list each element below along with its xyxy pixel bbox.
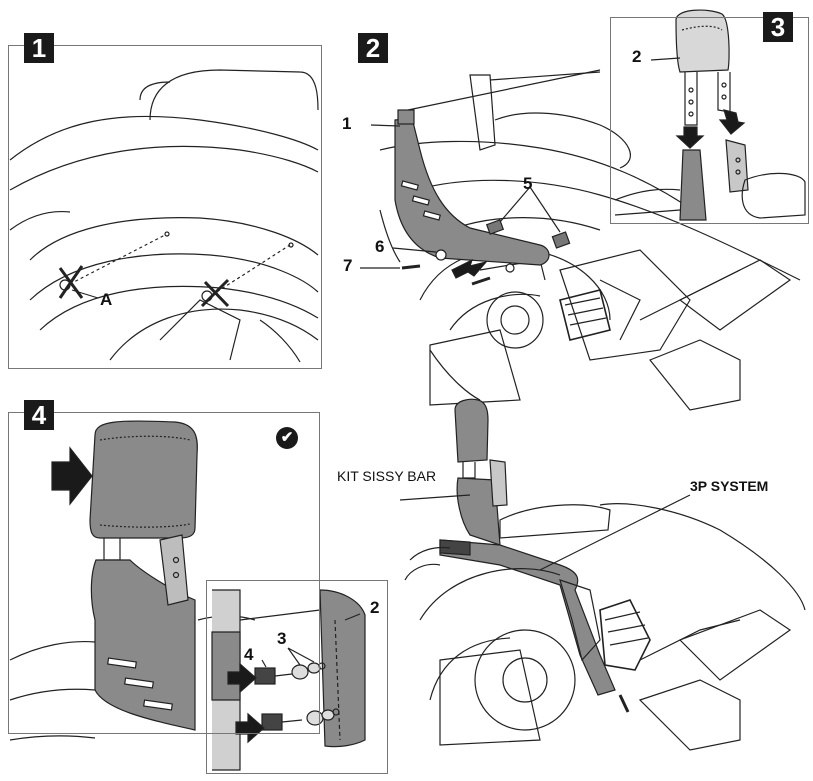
step4-panel — [8, 412, 320, 734]
3p-system-label: 3P SYSTEM — [690, 478, 769, 494]
step1-callout-a: A — [100, 290, 113, 309]
step4-callout-4: 4 — [244, 645, 254, 664]
step1-badge: 1 — [24, 33, 54, 63]
bracket-part-1 — [394, 117, 550, 266]
step4-detail-inset — [206, 580, 388, 774]
step4-badge: 4 — [24, 400, 54, 430]
step2-callout-7: 7 — [343, 256, 353, 275]
check-icon: ✔ — [276, 427, 298, 449]
step4-callout-3: 3 — [277, 629, 287, 648]
overview-motorcycle-illustration — [399, 398, 806, 751]
step2-callout-1: 1 — [342, 114, 352, 133]
step3-badge: 3 — [763, 12, 793, 42]
step4-detail-illustration — [211, 589, 366, 771]
step3-panel — [610, 17, 809, 224]
step4-callout-2: 2 — [370, 598, 380, 617]
step2-badge: 2 — [358, 33, 388, 63]
step3-backrest-illustration — [614, 9, 806, 221]
step3-callout-2: 2 — [632, 47, 642, 66]
step1-fender-illustration — [9, 69, 319, 363]
step1-panel — [8, 45, 322, 369]
step2-callout-5: 5 — [523, 174, 533, 193]
step4-backrest-illustration — [9, 420, 256, 741]
step2-callout-6: 6 — [375, 237, 385, 256]
kit-sissy-bar-label: KIT SISSY BAR — [337, 468, 437, 484]
